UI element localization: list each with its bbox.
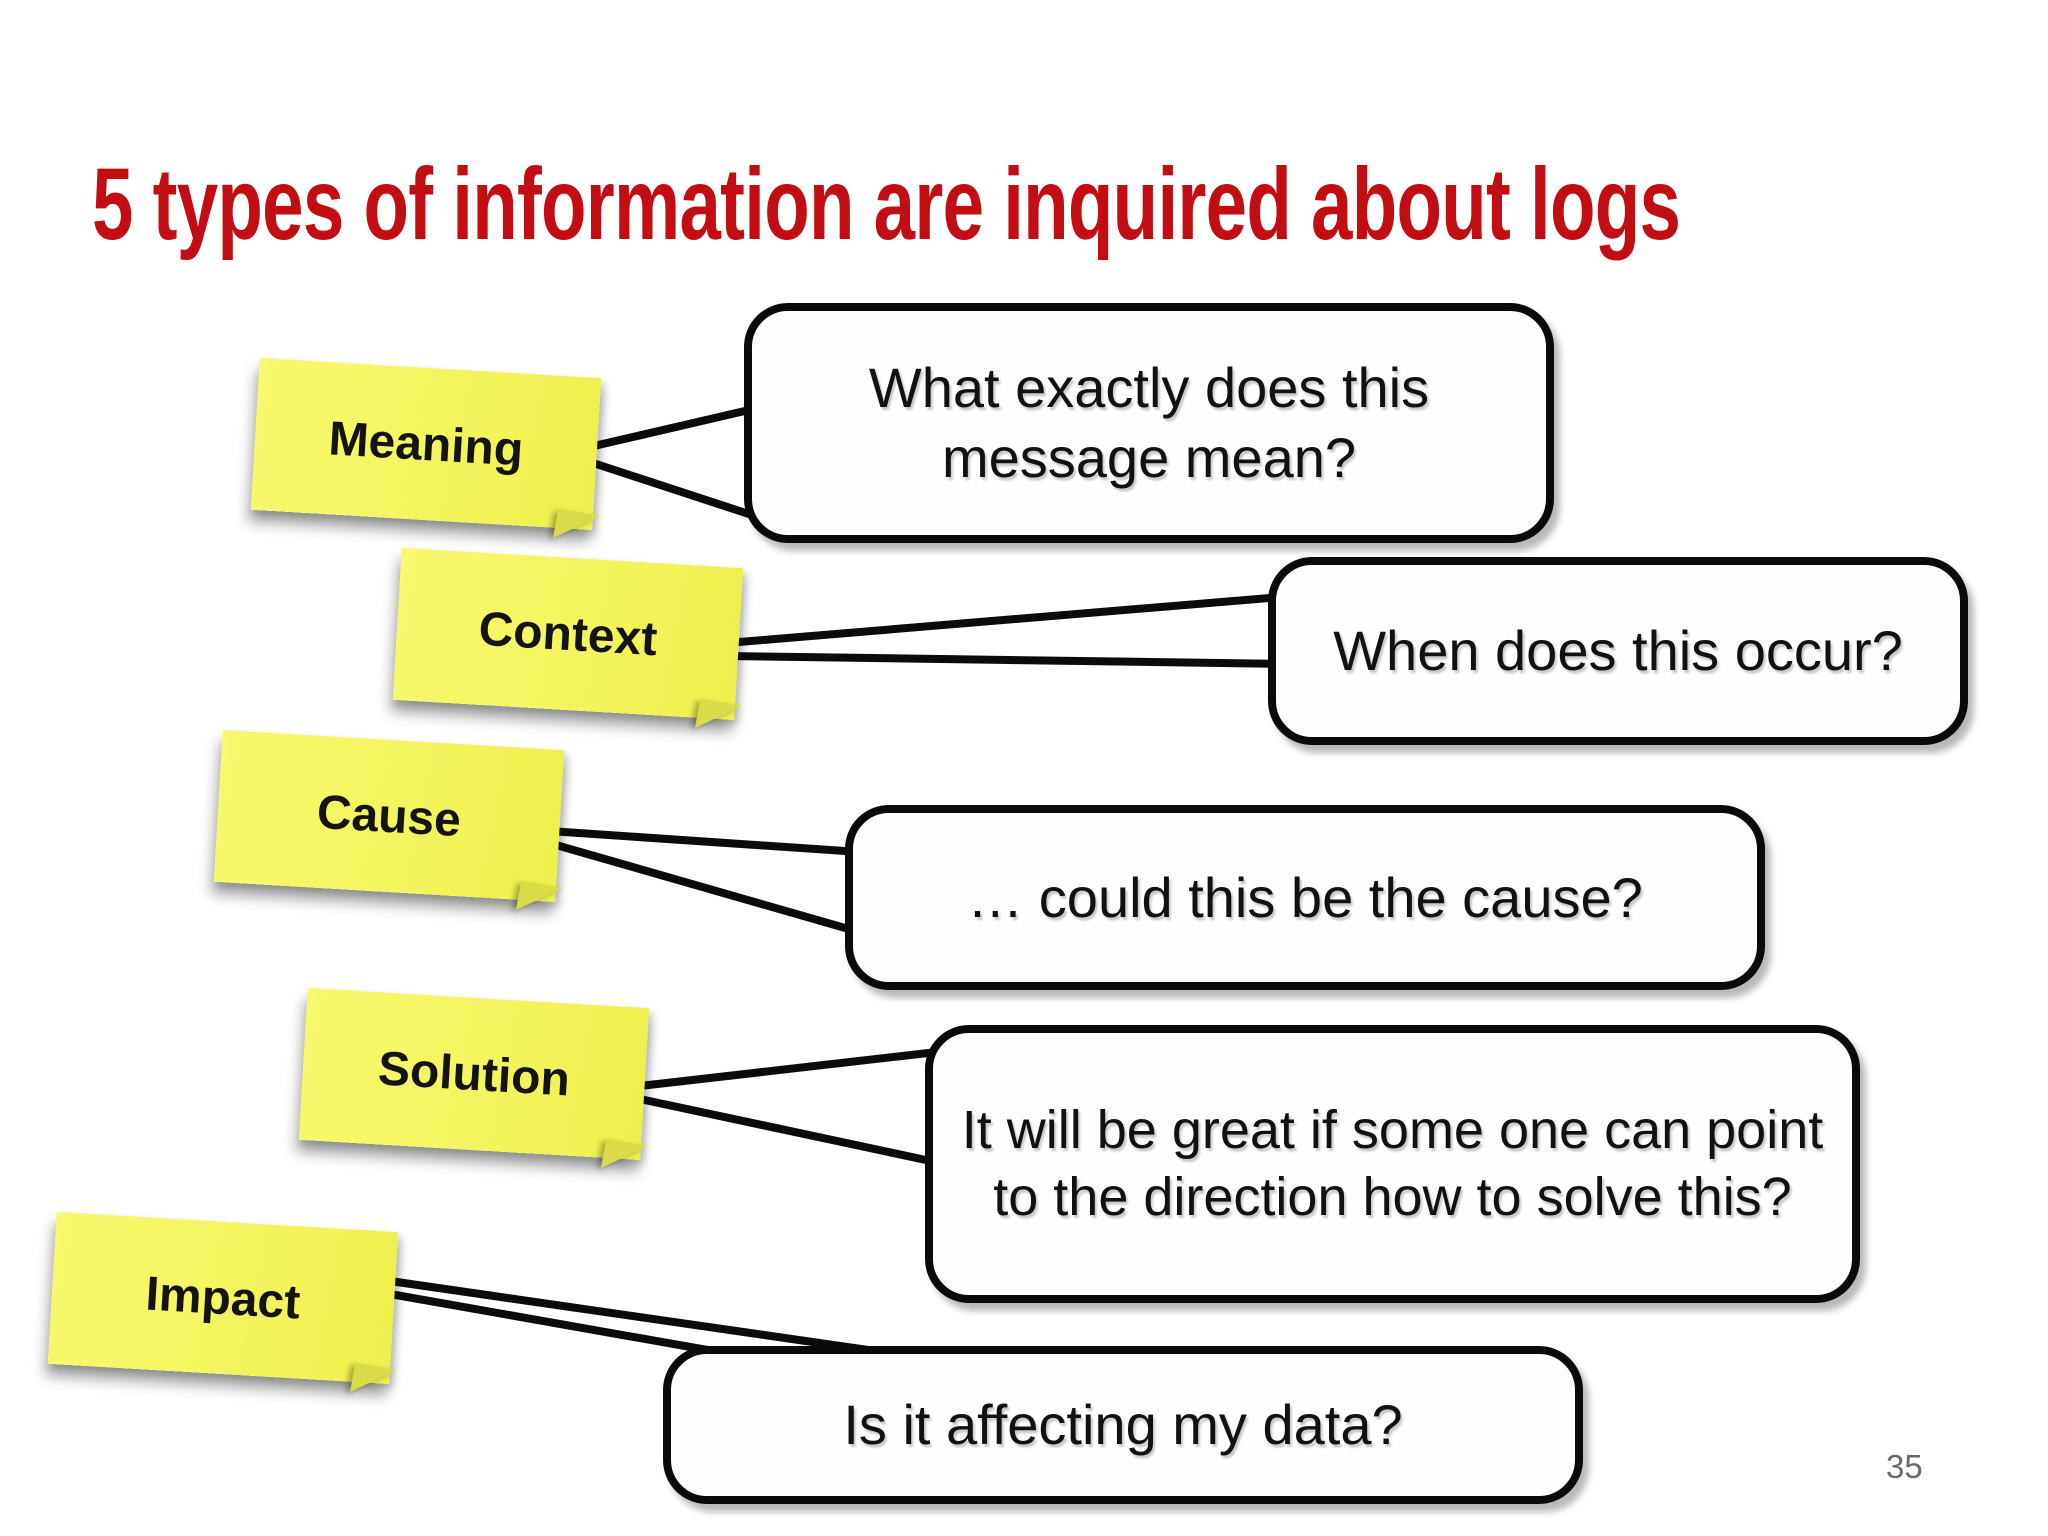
speech-bubble-cause: … could this be the cause?	[845, 805, 1765, 990]
sticky-label-meaning: Meaning	[327, 411, 525, 477]
sticky-fold-corner	[515, 880, 563, 918]
callout-line-context-lower	[723, 652, 1297, 668]
callout-line-cause-lower	[545, 839, 884, 942]
callout-line-solution-upper	[636, 1048, 941, 1090]
speech-bubble-context: When does this occur?	[1268, 557, 1968, 745]
bubble-text-context: When does this occur?	[1333, 619, 1903, 682]
callout-line-cause-upper	[545, 827, 864, 856]
callout-line-meaning-upper	[577, 403, 766, 453]
speech-bubble-impact: Is it affecting my data?	[663, 1346, 1583, 1504]
callout-line-meaning-lower	[577, 455, 768, 523]
bubble-text-impact: Is it affecting my data?	[843, 1393, 1403, 1456]
speech-bubble-solution: It will be great if some one can point t…	[925, 1025, 1860, 1303]
slide-title: 5 types of information are inquired abou…	[92, 147, 1681, 261]
sticky-note-context: Context	[392, 547, 744, 736]
bubble-text-meaning: What exactly does this message mean?	[868, 356, 1430, 489]
sticky-note-impact: Impact	[47, 1211, 399, 1400]
sticky-label-impact: Impact	[144, 1266, 302, 1330]
speech-bubble-meaning: What exactly does this message mean?	[744, 303, 1554, 543]
callout-line-solution-lower	[636, 1095, 944, 1167]
callout-line-impact-upper	[386, 1277, 872, 1354]
sticky-note-cause: Cause	[213, 729, 565, 918]
bubble-text-solution: It will be great if some one can point t…	[961, 1099, 1824, 1228]
sticky-fold-corner	[349, 1362, 397, 1400]
sticky-label-cause: Cause	[315, 785, 463, 847]
sticky-label-solution: Solution	[376, 1041, 572, 1107]
sticky-note-solution: Solution	[298, 987, 650, 1176]
sticky-fold-corner	[600, 1138, 648, 1176]
page-number: 35	[1886, 1448, 1923, 1485]
callout-line-context-upper	[723, 592, 1297, 647]
sticky-fold-corner	[694, 698, 742, 736]
sticky-label-context: Context	[477, 602, 659, 666]
sticky-note-meaning: Meaning	[250, 357, 602, 546]
sticky-fold-corner	[552, 508, 600, 546]
bubble-text-cause: … could this be the cause?	[967, 865, 1643, 929]
